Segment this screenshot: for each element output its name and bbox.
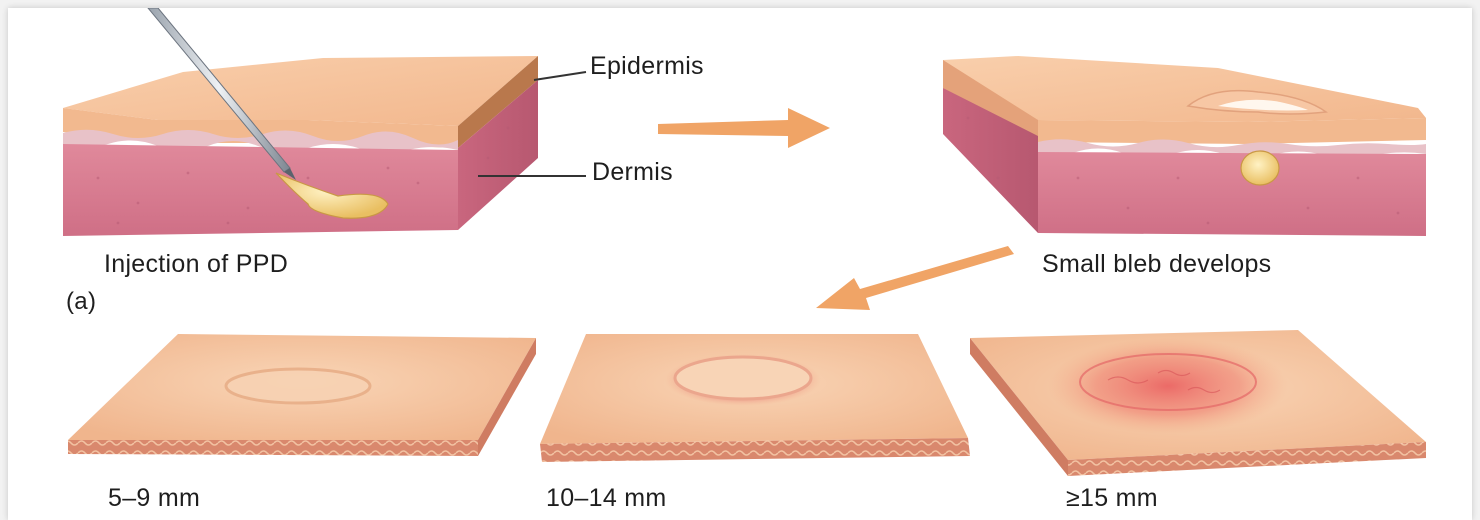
- skin-slab-15mm: [970, 330, 1426, 476]
- bleb-caption: Small bleb develops: [1042, 250, 1271, 279]
- skin-block-bleb: [943, 56, 1426, 236]
- result-10-14mm-label: 10–14 mm: [546, 484, 667, 513]
- figure-frame: Epidermis Dermis Injection of PPD Small …: [8, 8, 1472, 520]
- epidermis-label: Epidermis: [590, 52, 704, 81]
- result-15mm-label: ≥15 mm: [1066, 484, 1158, 513]
- skin-slab-5-9mm: [68, 334, 536, 456]
- result-5-9mm-label: 5–9 mm: [108, 484, 200, 513]
- arrow-down-left-icon: [816, 246, 1014, 310]
- skin-block-injection: [63, 8, 538, 236]
- skin-slab-10-14mm: [540, 334, 970, 462]
- panel-label: (a): [66, 288, 96, 316]
- dermis-label: Dermis: [592, 158, 673, 187]
- injection-caption: Injection of PPD: [104, 250, 288, 279]
- epidermis-leader-line: [534, 72, 586, 80]
- arrow-right-icon: [658, 108, 830, 148]
